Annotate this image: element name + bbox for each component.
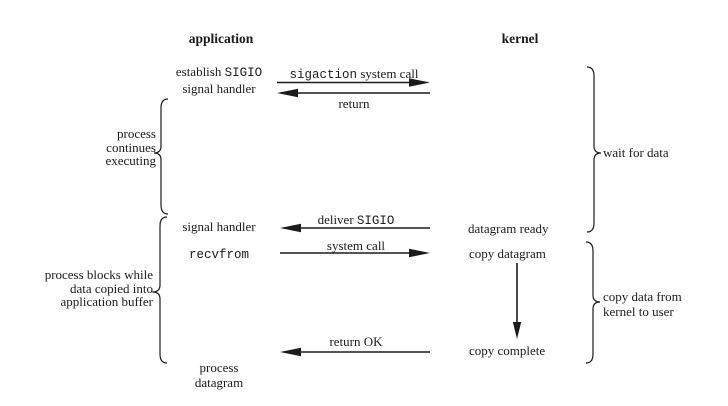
recvfrom-label: recvfrom	[188, 248, 249, 262]
kernel-column-header: kernel	[501, 31, 539, 46]
copy-datagram-arrow-head	[512, 322, 522, 339]
return-ok-arrow-head	[280, 347, 301, 357]
process-continues-brace	[153, 98, 169, 215]
process-blocks-annotation: process blocks while data copied into ap…	[44, 267, 153, 309]
establish-sigio-handler-label: establish SIGIO signal handler	[149, 64, 289, 96]
signal-handler-label: signal handler	[182, 219, 256, 234]
copy-data-brace	[585, 241, 601, 364]
system-call-arrow	[280, 248, 430, 258]
sigaction-code: sigaction	[289, 68, 358, 82]
application-column-header: application	[188, 31, 254, 46]
process-datagram-label: process datagram	[194, 360, 244, 390]
system-call-arrow-head	[409, 248, 430, 258]
signal-handler-line: signal handler	[182, 81, 256, 96]
datagram-ready-label: datagram ready	[468, 221, 549, 236]
sigaction-arrow-head	[409, 78, 430, 87]
return-ok-arrow	[280, 347, 430, 357]
return-ok-label: return OK	[329, 334, 383, 349]
copy-data-annotation: copy data from kernel to user	[603, 289, 682, 319]
wait-for-data-brace	[586, 66, 602, 233]
establish-sigio-line: establish SIGIO	[175, 64, 263, 80]
deliver-sigio-code: SIGIO	[356, 214, 395, 228]
sigaction-arrow	[277, 78, 430, 87]
copy-datagram-arrow	[512, 263, 522, 339]
wait-for-data-annotation: wait for data	[603, 145, 669, 160]
deliver-sigio-arrow-head	[280, 223, 301, 233]
process-blocks-brace	[152, 216, 168, 364]
process-continues-annotation: process continues executing	[105, 126, 156, 168]
deliver-sigio-arrow	[280, 223, 430, 233]
sigaction-system-call-label: sigaction system call	[289, 66, 419, 82]
return-label: return	[338, 96, 370, 111]
deliver-sigio-label: deliver SIGIO	[317, 212, 395, 228]
copy-datagram-label: copy datagram	[469, 246, 546, 261]
sigio-code: SIGIO	[224, 66, 263, 80]
system-call-label: system call	[326, 238, 386, 253]
copy-complete-label: copy complete	[469, 343, 546, 358]
return-arrow-head	[277, 88, 298, 98]
return-arrow	[277, 88, 430, 98]
